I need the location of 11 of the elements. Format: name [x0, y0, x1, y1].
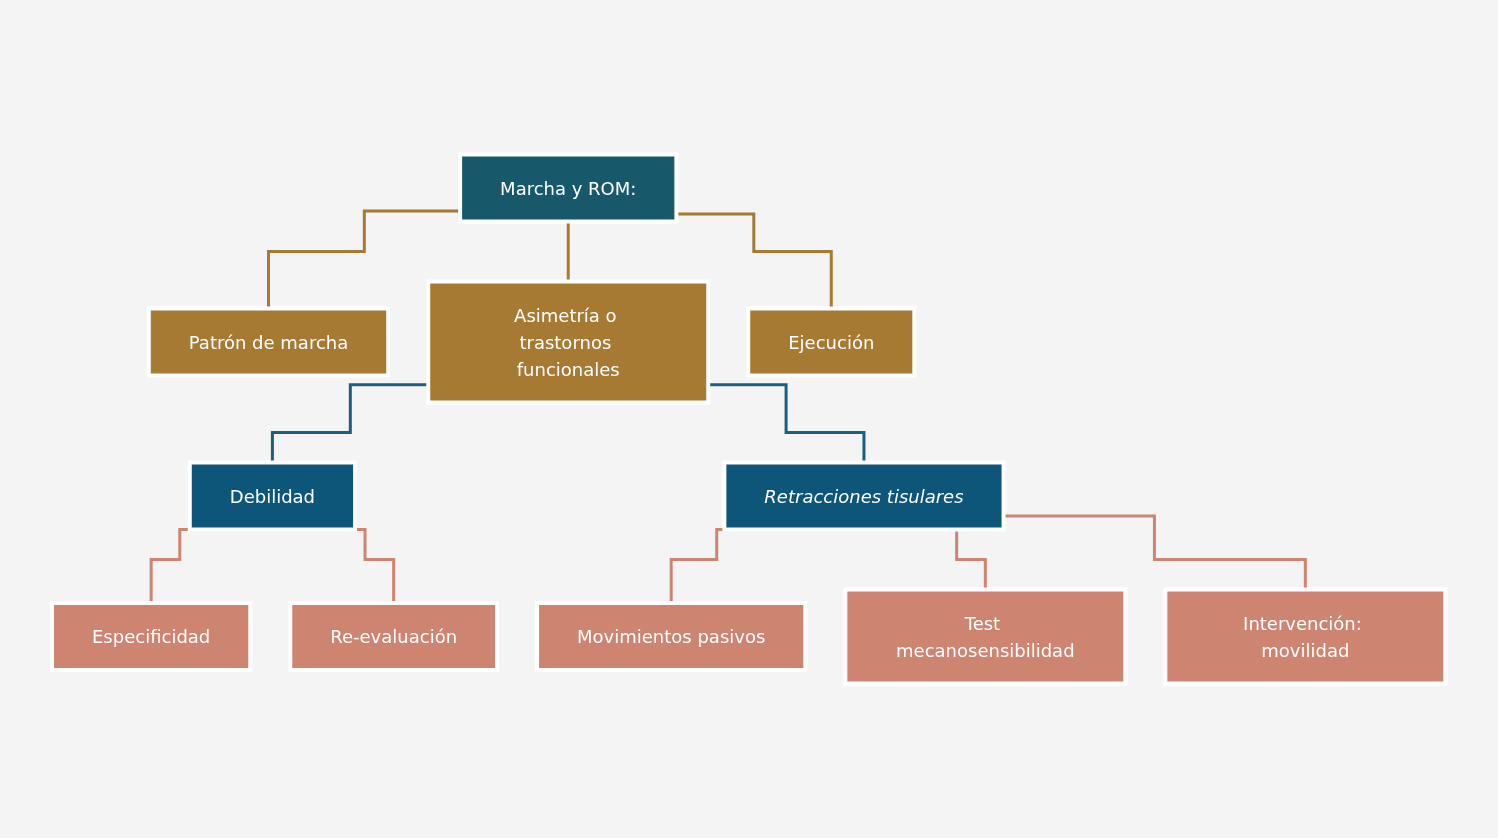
node-box: Especificidad	[50, 601, 253, 672]
node-box: Re-evaluación	[288, 601, 500, 672]
node-box: Movimientos pasivos	[535, 601, 808, 672]
node-box: Ejecución	[746, 306, 917, 378]
node-box: Patrón de marcha	[147, 306, 391, 378]
node-box: Marcha y ROM:	[458, 152, 679, 224]
node-box: Intervención: movilidad	[1163, 587, 1448, 686]
node-box: Asimetría o trastornos funcionales	[426, 279, 711, 405]
node-box: Debilidad	[188, 460, 358, 532]
node-box: Test mecanosensibilidad	[843, 587, 1128, 686]
node-box: Retracciones tisulares	[722, 460, 1006, 532]
